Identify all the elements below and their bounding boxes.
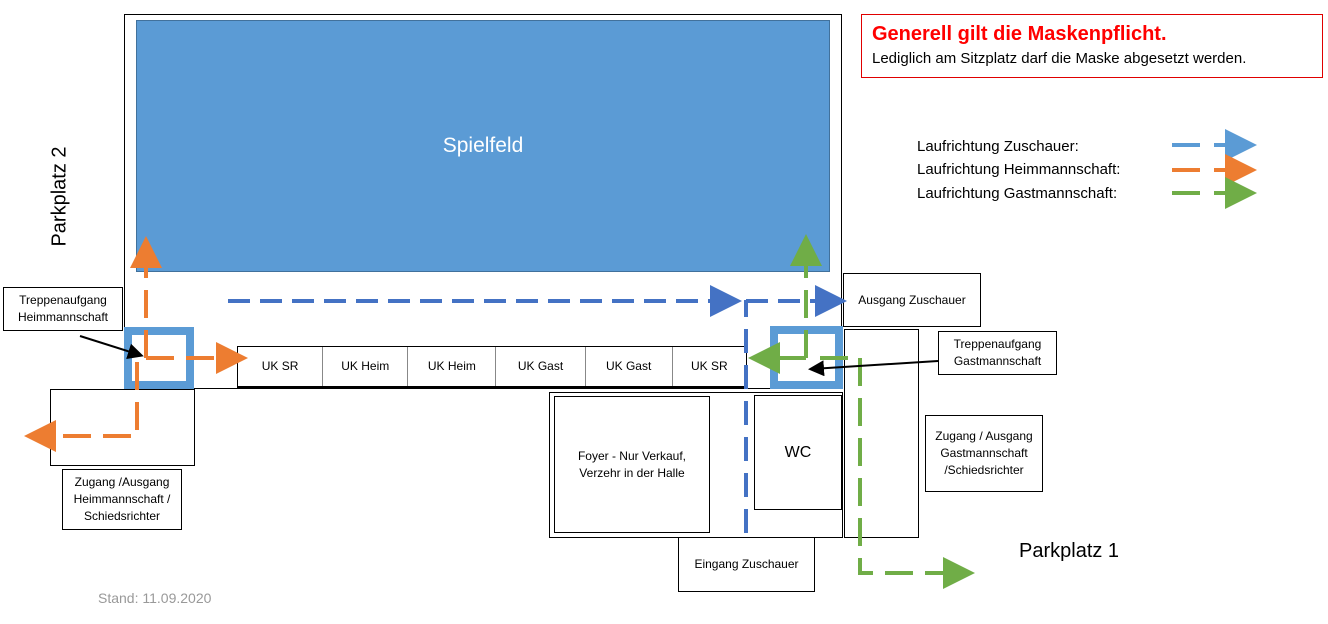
- legend-guest: Laufrichtung Gastmannschaft:: [917, 185, 1118, 202]
- room-uk-heim-1: UK Heim: [323, 347, 409, 386]
- room-uk-gast-1: UK Gast: [496, 347, 586, 386]
- entrance-spectators: Eingang Zuschauer: [678, 537, 815, 592]
- exit-spectators: Ausgang Zuschauer: [843, 273, 981, 327]
- notice-headline: Generell gilt die Maskenpflicht.: [872, 23, 1167, 45]
- label-stairs-home: Treppenaufgang Heimmannschaft: [3, 287, 123, 331]
- room-uk-gast-2: UK Gast: [585, 347, 673, 386]
- label-entrance-home: Zugang /Ausgang Heimmannschaft / Schieds…: [62, 469, 182, 530]
- callout-arrow-guest: [808, 360, 939, 377]
- field-label: Spielfeld: [442, 134, 524, 157]
- legend-home: Laufrichtung Heimmannschaft:: [917, 161, 1121, 178]
- mask-notice: Generell gilt die Maskenpflicht. Ledigli…: [861, 14, 1323, 78]
- playing-field: Spielfeld: [136, 20, 830, 272]
- parking-1-label: Parkplatz 1: [1019, 540, 1120, 562]
- room-uk-sr-1: UK SR: [238, 347, 324, 386]
- legend-spectators: Laufrichtung Zuschauer:: [917, 138, 1079, 155]
- callout-arrow-home: [79, 335, 144, 360]
- label-stairs-guest: Treppenaufgang Gastmannschaft: [938, 331, 1057, 375]
- home-route-out: [24, 362, 139, 452]
- room-uk-sr-2: UK SR: [672, 347, 746, 386]
- stand-date: Stand: 11.09.2020: [98, 590, 212, 606]
- changing-rooms: UK SR UK Heim UK Heim UK Gast UK Gast UK…: [237, 346, 747, 388]
- guest-route-out: [820, 356, 975, 589]
- home-entrance-area: [50, 389, 195, 466]
- wc: WC: [754, 395, 842, 510]
- hall-outline: [124, 14, 842, 389]
- room-uk-heim-2: UK Heim: [408, 347, 497, 386]
- notice-subline: Lediglich am Sitzplatz darf die Maske ab…: [872, 50, 1247, 67]
- label-entrance-guest: Zugang / Ausgang Gastmannschaft /Schieds…: [925, 415, 1043, 492]
- foyer: Foyer - Nur Verkauf, Verzehr in der Hall…: [554, 396, 710, 533]
